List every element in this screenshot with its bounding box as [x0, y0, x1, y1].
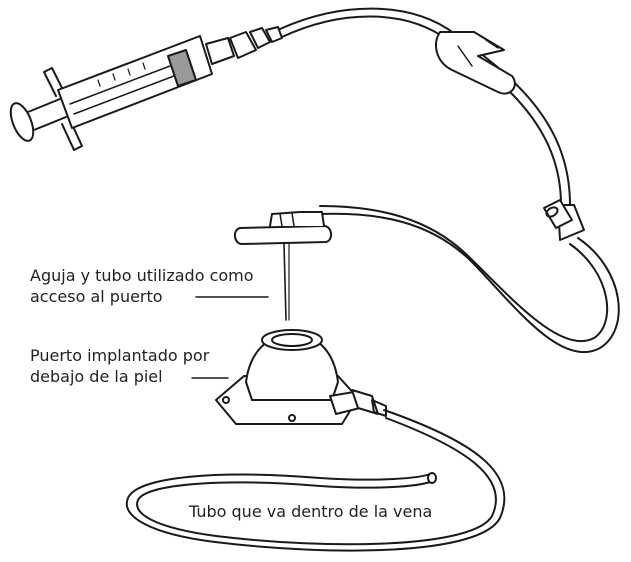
- tube-clamp: [435, 31, 516, 95]
- tube-upper-a: [279, 7, 571, 206]
- tube-lower-b: [319, 205, 609, 343]
- tube-clamp-detail: [457, 39, 499, 67]
- syringe-stopper: [167, 49, 197, 87]
- syringe-flange: [43, 67, 83, 151]
- needle-hub: [234, 225, 332, 245]
- port-suture-hole-3: [288, 414, 296, 422]
- needle-hub-top: [269, 211, 325, 227]
- extension-tubing: [279, 7, 620, 354]
- catheter-tip: [427, 472, 437, 484]
- catheter-line-a: [125, 409, 506, 552]
- catheter-label: Tubo que va dentro de la vena: [189, 502, 433, 521]
- syringe-plunger-inner: [69, 65, 175, 115]
- catheter-lock: [351, 389, 387, 417]
- syringe-graduations: [97, 62, 146, 87]
- syringe: [9, 26, 283, 151]
- y-site-opening: [545, 206, 559, 218]
- catheter-line-b: [136, 417, 497, 546]
- syringe-nozzle: [205, 37, 235, 65]
- catheter: [125, 409, 506, 552]
- port-label-line1: Puerto implantado por: [30, 346, 210, 365]
- luer-connector: [229, 27, 271, 59]
- needle-shaft: [283, 243, 287, 321]
- syringe-plunger-rod: [27, 98, 67, 131]
- needle-label-line1: Aguja y tubo utilizado como: [30, 266, 254, 285]
- tube-upper-b: [281, 15, 562, 206]
- port-septum: [271, 333, 313, 347]
- port-label-line2: debajo de la piel: [30, 367, 163, 386]
- implanted-port: [215, 329, 387, 425]
- needle-assembly: [234, 211, 332, 321]
- tube-lower-a: [319, 212, 620, 354]
- needle-hub-detail: [279, 212, 295, 227]
- syringe-plunger-thumb: [9, 102, 35, 142]
- needle-label-line2: acceso al puerto: [30, 287, 163, 306]
- port-suture-hole-1: [222, 396, 230, 404]
